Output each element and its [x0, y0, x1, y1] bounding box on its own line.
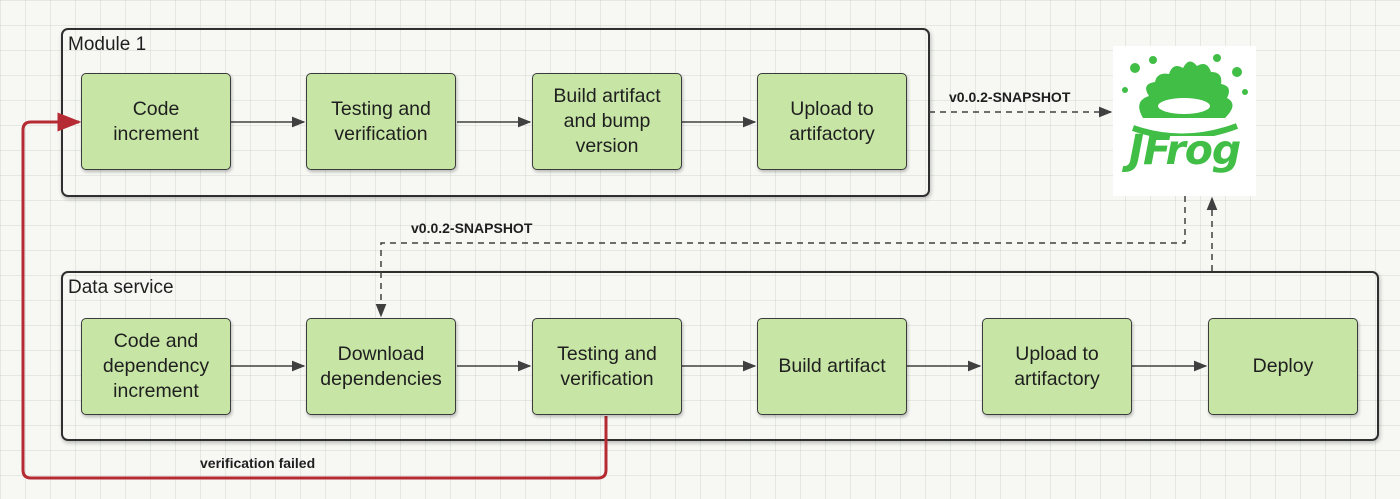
jfrog-logo: JFrog	[1113, 46, 1256, 196]
upload-version-label: v0.0.2-SNAPSHOT	[949, 89, 1071, 105]
frog-crown-icon	[1122, 54, 1248, 136]
step-upload-to-artifactory: Upload to artifactory	[757, 73, 907, 170]
verification-failed-label: verification failed	[200, 455, 316, 471]
step-deploy: Deploy	[1208, 318, 1358, 415]
step-build-artifact: Build artifact	[757, 318, 907, 415]
step-code-and-dependency-increment: Code and dependency increment	[81, 318, 231, 415]
arrow-verification-failed	[21, 112, 608, 480]
module-1-title: Module 1	[68, 34, 147, 55]
jfrog-wordmark: JFrog	[1128, 126, 1242, 174]
step-build-artifact-bump-version: Build artifact and bump version	[532, 73, 682, 170]
step-testing-and-verification: Testing and verification	[306, 73, 456, 170]
step-service-upload-to-artifactory: Upload to artifactory	[982, 318, 1132, 415]
step-service-testing-and-verification: Testing and verification	[532, 318, 682, 415]
download-version-label: v0.0.2-SNAPSHOT	[411, 220, 533, 236]
data-service-title: Data service	[68, 277, 174, 298]
step-download-dependencies: Download dependencies	[306, 318, 456, 415]
step-code-increment: Code increment	[81, 73, 231, 170]
data-service-group: Data service	[61, 271, 1379, 441]
arrow-jfrog-to-download	[375, 196, 1186, 318]
